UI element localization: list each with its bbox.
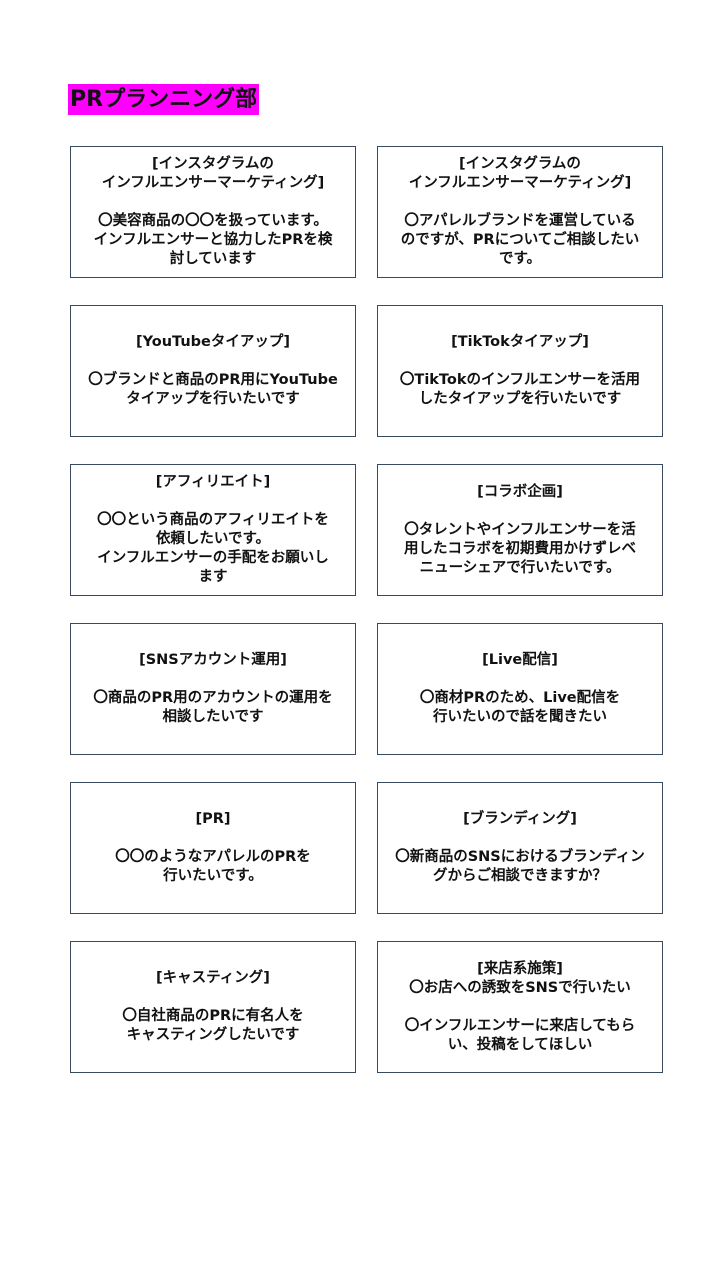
card-text: [インスタグラムの インフルエンサーマーケティング] 〇美容商品の〇〇を扱ってい… bbox=[93, 156, 333, 267]
page-title: PRプランニング部 bbox=[68, 84, 260, 115]
service-card-store-visit: [来店系施策] 〇お店への誘致をSNSで行いたい 〇インフルエンサーに来店しても… bbox=[377, 941, 663, 1073]
card-text: [キャスティング] 〇自社商品のPRに有名人を キャスティングしたいです bbox=[122, 970, 304, 1043]
service-card-grid: [インスタグラムの インフルエンサーマーケティング] 〇美容商品の〇〇を扱ってい… bbox=[70, 146, 663, 1073]
card-text: [PR] 〇〇のようなアパレルのPRを 行いたいです。 bbox=[115, 811, 311, 884]
card-text: [TikTokタイアップ] 〇TikTokのインフルエンサーを活用 したタイアッ… bbox=[399, 334, 641, 407]
card-text: [Live配信] 〇商材PRのため、Live配信を 行いたいので話を聞きたい bbox=[419, 652, 621, 725]
service-card-collaboration: [コラボ企画] 〇タレントやインフルエンサーを活 用したコラボを初期費用かけずレ… bbox=[377, 464, 663, 596]
service-card-instagram-beauty: [インスタグラムの インフルエンサーマーケティング] 〇美容商品の〇〇を扱ってい… bbox=[70, 146, 356, 278]
service-card-pr: [PR] 〇〇のようなアパレルのPRを 行いたいです。 bbox=[70, 782, 356, 914]
card-text: [コラボ企画] 〇タレントやインフルエンサーを活 用したコラボを初期費用かけずレ… bbox=[404, 483, 636, 576]
service-card-live-stream: [Live配信] 〇商材PRのため、Live配信を 行いたいので話を聞きたい bbox=[377, 623, 663, 755]
card-text: [来店系施策] 〇お店への誘致をSNSで行いたい 〇インフルエンサーに来店しても… bbox=[404, 960, 636, 1053]
card-text: [インスタグラムの インフルエンサーマーケティング] 〇アパレルブランドを運営し… bbox=[400, 156, 640, 267]
card-text: [アフィリエイト] 〇〇という商品のアフィリエイトを 依頼したいです。 インフル… bbox=[97, 474, 329, 585]
card-text: [YouTubeタイアップ] 〇ブランドと商品のPR用にYouTube タイアッ… bbox=[88, 334, 338, 407]
service-card-tiktok-tieup: [TikTokタイアップ] 〇TikTokのインフルエンサーを活用 したタイアッ… bbox=[377, 305, 663, 437]
service-card-instagram-apparel: [インスタグラムの インフルエンサーマーケティング] 〇アパレルブランドを運営し… bbox=[377, 146, 663, 278]
card-text: [ブランディング] 〇新商品のSNSにおけるブランディン グからご相談できますか… bbox=[395, 811, 645, 884]
service-card-sns-account: [SNSアカウント運用] 〇商品のPR用のアカウントの運用を 相談したいです bbox=[70, 623, 356, 755]
service-card-branding: [ブランディング] 〇新商品のSNSにおけるブランディン グからご相談できますか… bbox=[377, 782, 663, 914]
card-text: [SNSアカウント運用] 〇商品のPR用のアカウントの運用を 相談したいです bbox=[93, 652, 333, 725]
service-card-casting: [キャスティング] 〇自社商品のPRに有名人を キャスティングしたいです bbox=[70, 941, 356, 1073]
service-card-youtube-tieup: [YouTubeタイアップ] 〇ブランドと商品のPR用にYouTube タイアッ… bbox=[70, 305, 356, 437]
service-card-affiliate: [アフィリエイト] 〇〇という商品のアフィリエイトを 依頼したいです。 インフル… bbox=[70, 464, 356, 596]
